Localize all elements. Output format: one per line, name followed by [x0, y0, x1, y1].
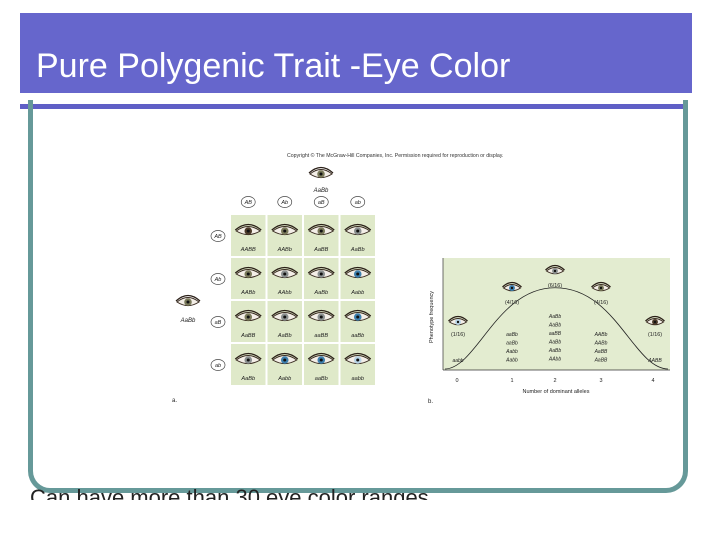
punnett-genotype: AaBb [240, 376, 255, 382]
frequency-label: (4/16) [505, 300, 519, 306]
gamete-top-label: aB [318, 200, 325, 206]
eye-pupil [247, 229, 250, 232]
gamete-top-label: Ab [280, 200, 288, 206]
genotype-label: Aabb [505, 349, 518, 355]
genotype-label: AaBb [548, 314, 561, 320]
x-tick-label: 4 [651, 378, 654, 384]
punnett-genotype: Aabb [277, 376, 291, 382]
panel-a-label: a. [172, 398, 177, 404]
genotype-label: aaBb [506, 341, 518, 347]
eye-pupil [554, 270, 556, 272]
punnett-genotype: Aabb [350, 290, 364, 296]
x-axis-label: Number of dominant alleles [523, 389, 590, 395]
parent-top-label: AaBb [313, 188, 329, 194]
punnett-genotype: aabb [352, 376, 364, 382]
punnett-genotype: AaBB [313, 247, 329, 253]
eye-pupil [511, 287, 513, 289]
x-tick-label: 3 [599, 378, 602, 384]
punnett-genotype: AaBb [277, 333, 292, 339]
punnett-genotype: AABb [240, 290, 255, 296]
eye-pupil [320, 315, 323, 318]
parent-left-label: AaBb [180, 318, 196, 324]
frequency-label: (1/16) [451, 332, 465, 338]
eye-pupil [356, 358, 359, 361]
copyright-notice: Copyright © The McGraw-Hill Companies, I… [287, 152, 503, 159]
genotype-label: AaBB [594, 358, 608, 364]
eye-pupil [356, 229, 359, 232]
punnett-genotype: AaBB [240, 333, 256, 339]
eye-pupil [654, 321, 656, 323]
eye-pupil [283, 358, 286, 361]
genotype-label: AaBB [594, 349, 608, 355]
eye-pupil [247, 315, 250, 318]
punnett-genotype: AaBb [313, 290, 328, 296]
eye-pupil [457, 321, 459, 323]
genotype-label: aabb [452, 358, 463, 364]
eye-pupil [356, 272, 359, 275]
frequency-label: (6/16) [548, 283, 562, 289]
gamete-left-label: aB [215, 320, 222, 326]
frequency-label: (4/16) [594, 300, 608, 306]
genotype-label: AaBb [548, 348, 561, 354]
genotype-label: AABb [594, 341, 608, 347]
genotype-label: AaBb [548, 323, 561, 329]
genotype-label: AABb [594, 332, 608, 338]
eye-pupil [186, 300, 189, 303]
panel-b-label: b. [428, 399, 433, 405]
eye-pupil [320, 229, 323, 232]
eye-pupil [600, 287, 602, 289]
genotype-label: AaBb [548, 340, 561, 346]
eye-pupil [356, 315, 359, 318]
x-tick-label: 2 [553, 378, 556, 384]
eye-pupil [320, 272, 323, 275]
punnett-square: AaBbAaBbABABAbAbaBaBababAABBAABbAaBBAaBb… [172, 168, 376, 405]
punnett-genotype: AaBb [350, 247, 365, 253]
gamete-top-label: AB [244, 200, 253, 206]
genotype-label: AABB [647, 358, 662, 364]
punnett-genotype: aaBB [314, 333, 328, 339]
x-tick-label: 0 [455, 378, 458, 384]
y-axis-label: Phenotype frequency [429, 291, 435, 343]
eye-icon [176, 296, 200, 306]
genotype-label: AAbb [548, 357, 561, 363]
eye-pupil [283, 272, 286, 275]
x-tick-label: 1 [510, 378, 513, 384]
eye-pupil [320, 358, 323, 361]
gamete-left-label: AB [213, 234, 222, 240]
frequency-label: (1/16) [648, 332, 662, 338]
eye-pupil [283, 315, 286, 318]
punnett-genotype: AABb [277, 247, 292, 253]
eye-pupil [319, 172, 322, 175]
eye-pupil [247, 272, 250, 275]
punnett-genotype: AAbb [277, 290, 292, 296]
eye-pupil [247, 358, 250, 361]
eye-pupil [283, 229, 286, 232]
gamete-left-label: ab [215, 363, 221, 369]
genotype-label: aaBB [549, 331, 562, 337]
gamete-top-label: ab [355, 200, 361, 206]
gamete-left-label: Ab [214, 277, 222, 283]
punnett-genotype: aaBb [351, 333, 364, 339]
eye-icon [309, 168, 333, 178]
punnett-genotype: aaBb [315, 376, 328, 382]
bullet-text: Can have more than 30 eye color ranges [30, 484, 650, 500]
genotype-label: aaBb [506, 332, 518, 338]
punnett-genotype: AABB [240, 247, 256, 253]
genotype-label: Aabb [505, 358, 518, 364]
